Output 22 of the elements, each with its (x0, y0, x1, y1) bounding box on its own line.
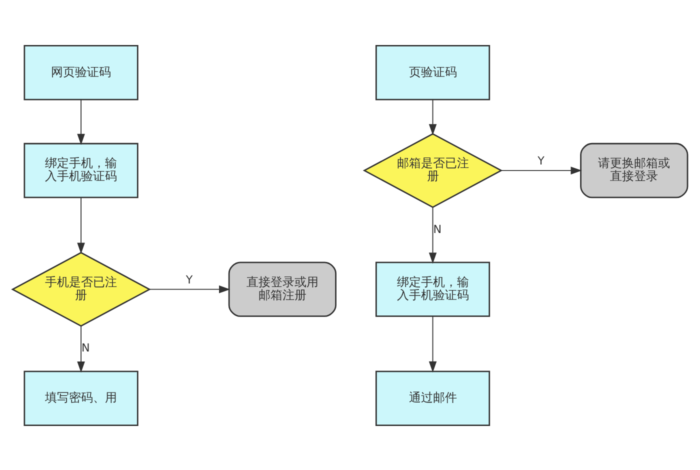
node-box: 直接登录或用邮箱注册 (228, 261, 336, 316)
node-box: 请更换邮箱或直接登录 (580, 142, 688, 198)
node-box: 网页验证码 (24, 44, 138, 100)
arrow (500, 166, 582, 174)
arrow (428, 316, 437, 372)
arrow (428, 206, 437, 264)
arrow (77, 196, 85, 254)
arrow (77, 98, 85, 144)
edge-label: N (82, 341, 90, 354)
node-box: 通过邮件 (375, 370, 490, 426)
node-box: 绑定手机，输入手机验证码 (24, 142, 138, 198)
edge-label: Y (186, 272, 193, 286)
edge-label: Y (538, 154, 544, 168)
node-box: 页验证码 (375, 44, 490, 100)
edge-label: N (433, 222, 442, 236)
node-diamond: 邮箱是否已注册 (362, 132, 503, 208)
arrow (428, 98, 437, 135)
arrow (77, 325, 85, 372)
node-diamond: 手机是否已注册 (11, 251, 151, 326)
node-box: 填写密码、用 (24, 370, 138, 426)
arrow (149, 284, 230, 293)
node-box: 绑定手机，输入手机验证码 (375, 261, 490, 316)
